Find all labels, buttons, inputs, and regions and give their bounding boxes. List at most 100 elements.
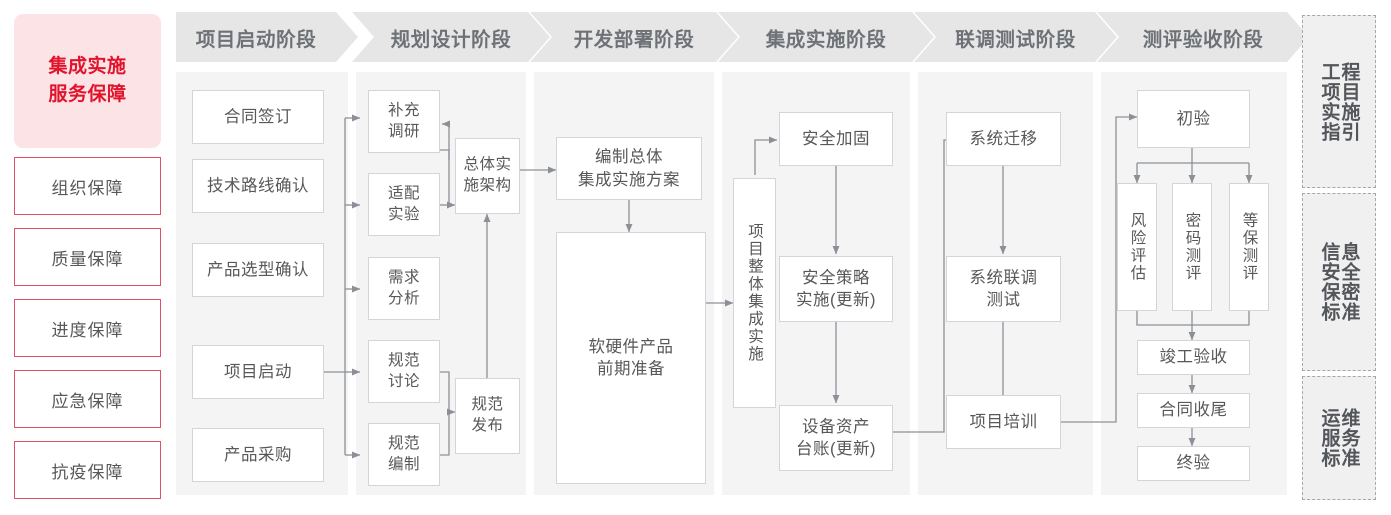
node-label-line2: 实验 xyxy=(387,205,420,223)
standard-box-1[interactable]: 程目施引 工项实指 xyxy=(1302,15,1376,188)
standard-box-2[interactable]: 息全密准 信安保标 xyxy=(1302,193,1376,371)
guarantee-label: 组织保障 xyxy=(51,178,124,198)
guarantee-label: 进度保障 xyxy=(51,320,124,340)
node-label-line1: 设备资产 xyxy=(802,417,870,436)
standard-label-right: 息全密准 xyxy=(1338,242,1360,322)
node-label: 产品采购 xyxy=(224,445,292,464)
node-sys-migration[interactable]: 系统迁移 xyxy=(946,112,1061,166)
guarantee-label: 应急保障 xyxy=(51,391,124,411)
node-label: 项目整体集成实施 xyxy=(746,223,764,363)
node-label-line1: 规范 xyxy=(471,396,504,414)
node-label-line1: 总体实 xyxy=(463,156,512,174)
node-req-analysis[interactable]: 需求 分析 xyxy=(368,257,440,320)
phase-header-label: 规划设计阶段 xyxy=(390,28,512,51)
guarantee-item-3[interactable]: 应急保障 xyxy=(14,370,161,428)
phase-header-1[interactable]: 项目启动阶段 xyxy=(176,12,358,62)
node-overall-arch[interactable]: 总体实 施架构 xyxy=(455,138,520,214)
node-label: 合同签订 xyxy=(224,107,292,126)
node-make-plan[interactable]: 编制总体 集成实施方案 xyxy=(556,137,702,200)
node-label-line1: 适配 xyxy=(387,184,420,202)
node-label-line2: 编制 xyxy=(387,455,420,473)
node-sys-joint-test[interactable]: 系统联调 测试 xyxy=(946,256,1061,322)
phase-header-label: 联调测试阶段 xyxy=(955,28,1076,51)
node-label: 初验 xyxy=(1176,109,1211,128)
node-completion-accept[interactable]: 竣工验收 xyxy=(1137,340,1250,375)
node-label: 技术路线确认 xyxy=(207,176,309,195)
node-label: 产品选型确认 xyxy=(207,260,309,279)
phase-header-3[interactable]: 开发部署阶段 xyxy=(530,12,738,62)
phase-header-label: 开发部署阶段 xyxy=(573,28,695,51)
node-label: 等保测评 xyxy=(1240,212,1258,282)
node-label-line1: 补充 xyxy=(387,101,420,119)
node-label-line1: 软硬件产品 xyxy=(588,337,674,356)
node-label: 风险评估 xyxy=(1128,212,1146,282)
guarantee-label: 抗疫保障 xyxy=(51,462,124,482)
node-label: 项目启动 xyxy=(224,362,292,381)
guarantee-item-2[interactable]: 进度保障 xyxy=(14,299,161,357)
standard-box-3[interactable]: 维务准 运服标 xyxy=(1302,376,1376,500)
node-label-line1: 系统联调 xyxy=(969,268,1038,287)
phase-header-6[interactable]: 测评验收阶段 xyxy=(1097,12,1309,62)
node-project-kickoff[interactable]: 项目启动 xyxy=(192,345,324,399)
node-label-line1: 规范 xyxy=(387,351,420,369)
node-label: 终验 xyxy=(1176,454,1211,473)
node-contract-close[interactable]: 合同收尾 xyxy=(1137,393,1250,428)
node-label-line2: 集成实施方案 xyxy=(578,170,680,189)
node-spec-release[interactable]: 规范 发布 xyxy=(455,378,520,454)
phase-header-2[interactable]: 规划设计阶段 xyxy=(352,12,550,62)
node-final-accept[interactable]: 终验 xyxy=(1137,446,1250,481)
node-spec-draft[interactable]: 规范 编制 xyxy=(368,423,440,486)
node-label-line2: 讨论 xyxy=(387,372,420,390)
node-risk-assess[interactable]: 风险评估 xyxy=(1117,183,1157,311)
node-label-line2: 调研 xyxy=(387,122,420,140)
node-label-line2: 发布 xyxy=(471,417,504,434)
node-label: 合同收尾 xyxy=(1159,401,1228,420)
node-security-harden[interactable]: 安全加固 xyxy=(779,112,893,166)
node-label-line2: 施架构 xyxy=(463,177,512,194)
node-product-select[interactable]: 产品选型确认 xyxy=(192,243,324,297)
node-adapt-test[interactable]: 适配 实验 xyxy=(368,173,440,236)
node-hw-sw-prep[interactable]: 软硬件产品 前期准备 xyxy=(556,232,706,484)
guarantee-label: 质量保障 xyxy=(51,249,124,269)
guarantee-item-4[interactable]: 抗疫保障 xyxy=(14,441,161,499)
node-product-purchase[interactable]: 产品采购 xyxy=(192,428,324,482)
standard-label-right: 维务准 xyxy=(1338,408,1360,468)
node-label-line2: 前期准备 xyxy=(597,360,665,378)
node-label: 安全加固 xyxy=(802,129,870,148)
lead-title-box: 集成实施 服务保障 xyxy=(14,14,161,148)
guarantee-item-0[interactable]: 组织保障 xyxy=(14,157,161,215)
phase-header-5[interactable]: 联调测试阶段 xyxy=(914,12,1117,62)
standard-label-left: 运服标 xyxy=(1318,408,1340,468)
node-label-line2: 台账(更新) xyxy=(796,440,876,458)
node-first-accept[interactable]: 初验 xyxy=(1137,90,1250,148)
node-label: 竣工验收 xyxy=(1159,348,1228,367)
guarantee-item-1[interactable]: 质量保障 xyxy=(14,228,161,286)
node-label-line1: 安全策略 xyxy=(802,268,870,287)
node-level-eval[interactable]: 等保测评 xyxy=(1229,183,1269,311)
node-label-line1: 需求 xyxy=(387,268,420,286)
standard-label-left: 工项实指 xyxy=(1318,61,1340,142)
node-crypto-eval[interactable]: 密码测评 xyxy=(1172,183,1212,311)
node-label-line1: 编制总体 xyxy=(595,148,663,167)
node-label-line2: 实施(更新) xyxy=(796,291,876,309)
node-label: 密码测评 xyxy=(1183,212,1201,282)
node-extra-research[interactable]: 补充 调研 xyxy=(368,90,440,153)
node-spec-discuss[interactable]: 规范 讨论 xyxy=(368,340,440,403)
node-label: 项目培训 xyxy=(969,412,1038,431)
node-tech-route[interactable]: 技术路线确认 xyxy=(192,159,324,213)
phase-header-label: 集成实施阶段 xyxy=(765,28,887,51)
lead-title-line2: 服务保障 xyxy=(48,84,127,105)
node-contract[interactable]: 合同签订 xyxy=(192,90,324,144)
node-project-training[interactable]: 项目培训 xyxy=(946,395,1061,449)
node-security-policy[interactable]: 安全策略 实施(更新) xyxy=(779,256,893,322)
node-asset-ledger[interactable]: 设备资产 台账(更新) xyxy=(779,405,893,471)
node-label: 系统迁移 xyxy=(969,129,1038,148)
phase-header-4[interactable]: 集成实施阶段 xyxy=(718,12,934,62)
node-label-line2: 测试 xyxy=(986,291,1021,309)
node-label-line2: 分析 xyxy=(387,289,420,307)
standard-label-right: 程目施引 xyxy=(1338,61,1360,142)
phase-header-label: 测评验收阶段 xyxy=(1142,28,1264,51)
lead-title-line1: 集成实施 xyxy=(48,56,127,78)
node-overall-integration[interactable]: 项目整体集成实施 xyxy=(733,178,776,408)
